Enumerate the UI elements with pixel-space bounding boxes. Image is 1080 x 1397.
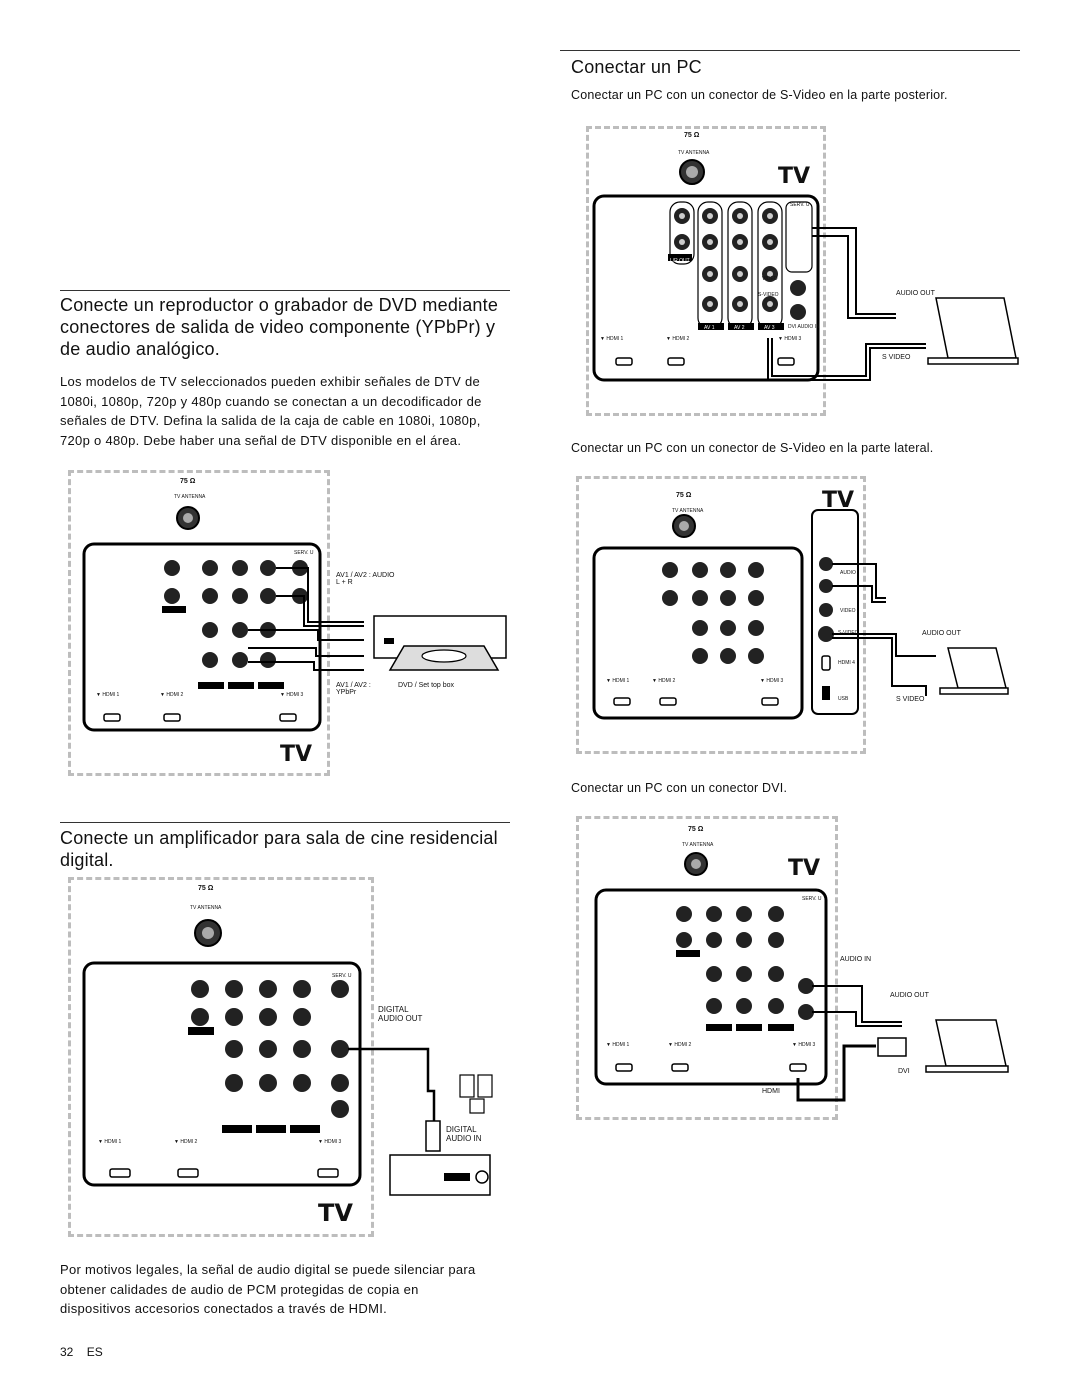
- page-footer: 32 ES: [60, 1345, 103, 1359]
- antenna-label: TV ANTENNA: [174, 494, 206, 500]
- antenna-label: TV ANTENNA: [190, 905, 222, 911]
- hdmi1-label: ▼ HDMI 1: [600, 336, 624, 342]
- tv-label: TV: [788, 856, 821, 881]
- usb-label: USB: [838, 696, 849, 702]
- section-rule: [60, 290, 510, 291]
- hdmi3-label: ▼ HDMI 3: [760, 678, 784, 684]
- svideo-cable-label: S VIDEO: [896, 696, 925, 703]
- serv-label: SERV. U: [790, 202, 810, 208]
- video-label: VIDEO: [840, 608, 856, 614]
- audio-out-label: AUDIO OUT: [890, 992, 929, 999]
- hdmi-cable-label: HDMI: [762, 1088, 780, 1095]
- dvi-label: DVI: [898, 1068, 910, 1075]
- hdmi2-label: ▼ HDMI 2: [666, 336, 690, 342]
- svideo-label: S-VIDEO: [758, 292, 779, 298]
- antenna-ohm-label: 75 Ω: [684, 132, 700, 139]
- page-number: 32: [60, 1345, 74, 1359]
- av-ypbpr-label: AV1 / AV2 : YPbPr: [336, 682, 371, 696]
- av3-label: AV 3: [764, 325, 775, 331]
- audio-in-label: AUDIO IN: [840, 956, 872, 963]
- tv-amp-panel-drawing: [82, 919, 493, 1196]
- svideo-label: S-VIDEO: [838, 630, 859, 636]
- svideo-cable-label: S VIDEO: [882, 354, 911, 361]
- figure-frame: [576, 476, 866, 754]
- footnote: Por motivos legales, la señal de audio d…: [60, 1262, 476, 1316]
- serv-label: SERV. U: [802, 896, 822, 902]
- tv-label: TV: [318, 1199, 353, 1227]
- hdmi2-label: ▼ HDMI 2: [160, 692, 184, 698]
- av-audio-label: AV1 / AV2 : AUDIO L + R: [336, 572, 395, 586]
- antenna-ohm-label: 75 Ω: [688, 826, 704, 833]
- tv-label: TV: [280, 742, 313, 767]
- hdmi3-label: ▼ HDMI 3: [792, 1042, 816, 1048]
- section-body-dvd: Los modelos de TV seleccionados pueden e…: [60, 374, 482, 448]
- audio-out-label: AUDIO OUT: [922, 630, 961, 637]
- figure-pc-rear-svideo: 75 Ω TV ANTENNA TV SERV: [586, 126, 1026, 416]
- tv-label: TV: [822, 488, 855, 513]
- figure-frame: [68, 877, 374, 1237]
- hdmi2-label: ▼ HDMI 2: [174, 1139, 198, 1145]
- antenna-label: TV ANTENNA: [672, 508, 704, 514]
- section-title-pc: Conectar un PC: [571, 57, 702, 77]
- audio-label: AUDIO: [840, 570, 856, 576]
- lrout-label: L/R OUT: [670, 258, 690, 264]
- hdmi3-label: ▼ HDMI 3: [778, 336, 802, 342]
- serv-label: SERV. U: [332, 973, 352, 979]
- antenna-ohm-label: 75 Ω: [676, 492, 692, 499]
- antenna-ohm-label: 75 Ω: [198, 885, 214, 892]
- digital-audio-out-label: DIGITAL AUDIO OUT: [378, 1005, 423, 1023]
- tv-side-panel-drawing: [592, 509, 1009, 720]
- hdmi1-label: ▼ HDMI 1: [606, 1042, 630, 1048]
- caption-fig-pc-side: Conectar un PC con un conector de S-Vide…: [571, 441, 934, 455]
- section-rule: [60, 822, 510, 823]
- hdmi3-label: ▼ HDMI 3: [280, 692, 304, 698]
- section-title-amp: Conecte un amplificador para sala de cin…: [60, 828, 498, 870]
- section-rule: [560, 50, 1020, 51]
- tv-label: TV: [778, 164, 811, 189]
- hdmi1-label: ▼ HDMI 1: [96, 692, 120, 698]
- dvi-audio-label: DVI AUDIO IN: [788, 324, 820, 330]
- digital-audio-in-label: DIGITAL AUDIO IN: [446, 1125, 482, 1143]
- hdmi1-label: ▼ HDMI 1: [606, 678, 630, 684]
- section-title-dvd: Conecte un reproductor o grabador de DVD…: [60, 295, 499, 359]
- av2-label: AV 2: [734, 325, 745, 331]
- figure-pc-dvi: 75 Ω TV ANTENNA TV SERV. U ▼ HDMI 1 ▼ HD…: [576, 816, 1016, 1120]
- tv-dvd-panel-drawing: [82, 506, 507, 732]
- tv-rear-panel-drawing: [592, 159, 1019, 382]
- hdmi2-label: ▼ HDMI 2: [668, 1042, 692, 1048]
- figure-amp-digital: 75 Ω TV ANTENNA TV SERV. U ▼ HDMI 1 ▼ HD…: [68, 877, 508, 1237]
- serv-label: SERV. U: [294, 550, 314, 556]
- figure-frame: [576, 816, 838, 1120]
- antenna-label: TV ANTENNA: [682, 842, 714, 848]
- hdmi4-label: HDMI 4: [838, 660, 855, 666]
- dvd-device-label: DVD / Set top box: [398, 682, 455, 689]
- av1-label: AV 1: [704, 325, 715, 331]
- hdmi1-label: ▼ HDMI 1: [98, 1139, 122, 1145]
- audio-out-label: AUDIO OUT: [896, 290, 935, 297]
- caption-fig-pc-rear: Conectar un PC con un conector de S-Vide…: [571, 88, 948, 102]
- figure-frame: [586, 126, 826, 416]
- antenna-ohm-label: 75 Ω: [180, 478, 196, 485]
- figure-dvd-component: 75 Ω TV ANTENNA TV SERV. U ▼ HDMI 1 ▼ HD…: [68, 470, 508, 776]
- caption-fig-pc-dvi: Conectar un PC con un conector DVI.: [571, 781, 788, 795]
- hdmi3-label: ▼ HDMI 3: [318, 1139, 342, 1145]
- antenna-label: TV ANTENNA: [678, 150, 710, 156]
- language-code: ES: [86, 1345, 103, 1359]
- video-label: VIDEO: [762, 276, 778, 282]
- hdmi2-label: ▼ HDMI 2: [652, 678, 676, 684]
- tv-dvi-panel-drawing: [594, 852, 1009, 1102]
- figure-pc-side-svideo: 75 Ω TV ANTENNA TV AUDIO VIDEO S-VIDEO H…: [576, 476, 1016, 754]
